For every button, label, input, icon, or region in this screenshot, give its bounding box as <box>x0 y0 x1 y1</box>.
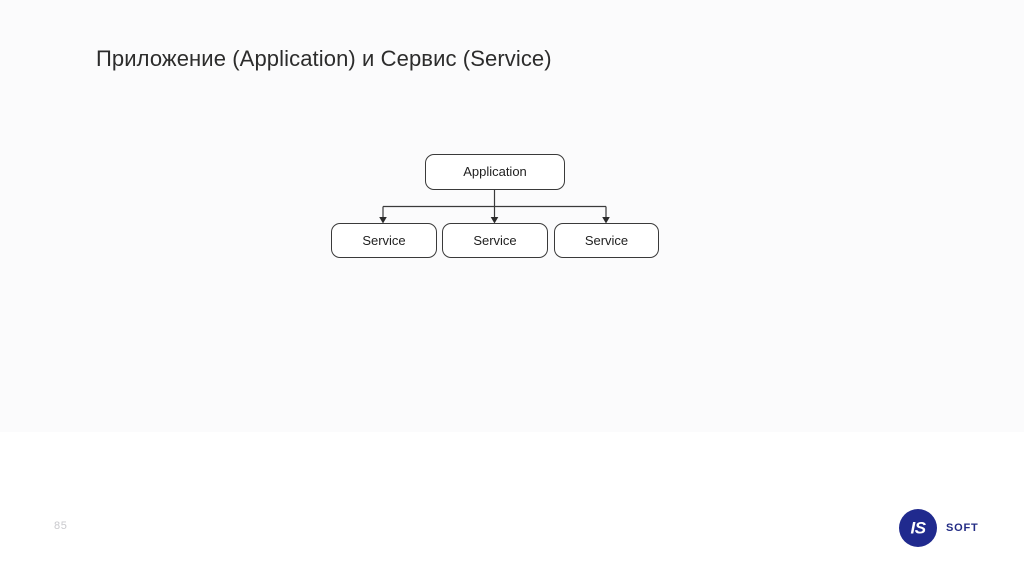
brand-mark-label: IS <box>910 518 926 537</box>
diagram-node-application: Application <box>425 154 565 190</box>
page-title: Приложение (Application) и Сервис (Servi… <box>96 46 552 71</box>
diagram-node-application-label: Application <box>463 164 527 179</box>
diagram-node-service-1-label: Service <box>362 232 406 248</box>
arrowhead-icon-1 <box>379 217 387 224</box>
diagram-node-service-3: Service <box>554 223 659 258</box>
page-number: 85 <box>54 520 68 532</box>
diagram-connectors <box>379 190 610 224</box>
diagram-node-service-3-label: Service <box>584 232 629 248</box>
diagram-node-service-1: Service <box>331 223 437 258</box>
application-service-diagram: Application Service Service Service <box>320 145 680 270</box>
brand-wordmark: SOFT <box>946 522 979 534</box>
diagram-node-service-2: Service <box>442 223 548 258</box>
arrowhead-icon-2 <box>490 217 499 224</box>
diagram-node-service-2-label: Service <box>473 232 517 248</box>
brand-logo: IS SOFT <box>899 508 987 548</box>
slide-background-panel <box>0 0 1024 432</box>
is-circle-icon: IS <box>899 509 937 547</box>
arrowhead-icon-3 <box>602 217 610 224</box>
